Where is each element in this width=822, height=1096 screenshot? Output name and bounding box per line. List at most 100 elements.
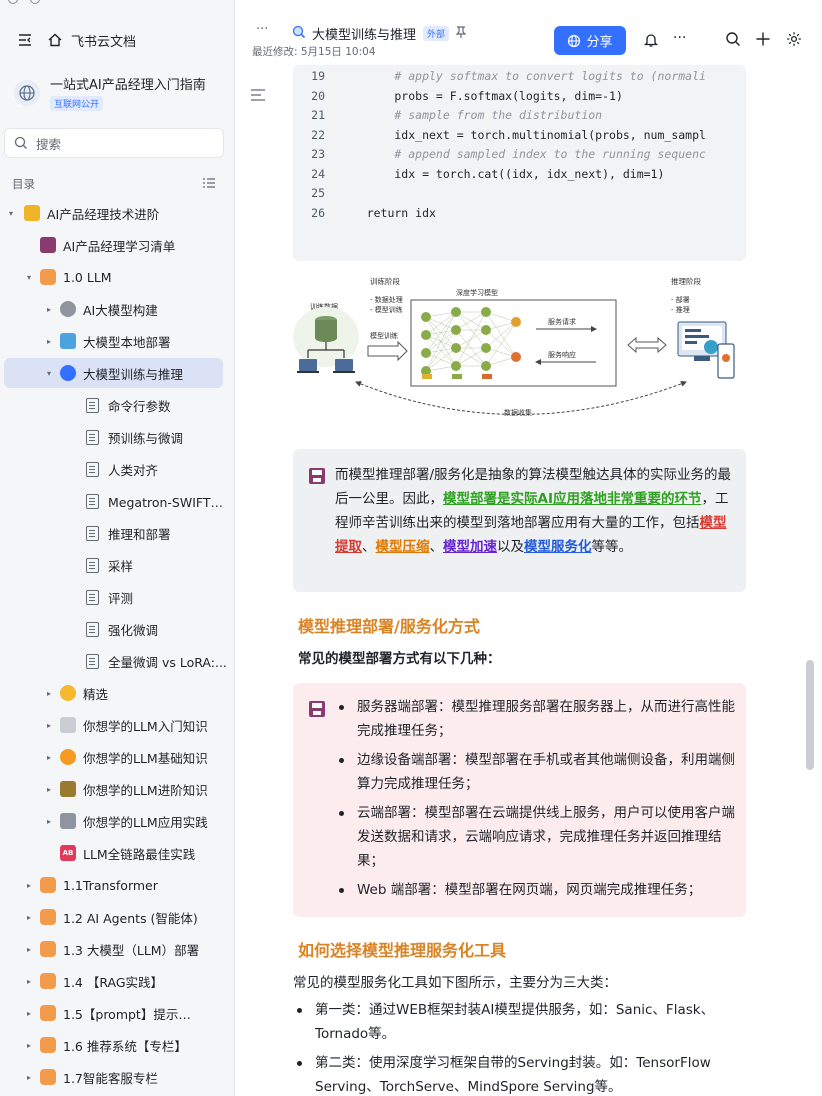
sidebar-item[interactable]: ▸1.7智能客服专栏	[0, 1062, 234, 1092]
code-line: 26 return idx	[293, 206, 746, 225]
sidebar-item[interactable]: ▸1.5【prompt】提示词工程	[0, 998, 234, 1028]
line-number: 21	[311, 108, 325, 122]
book-icon	[40, 1037, 56, 1053]
deploy-method-item: 云端部署：模型部署在云端提供线上服务，用户可以使用客户端发送数据和请求，云端响应…	[335, 801, 735, 873]
caret-right-icon[interactable]: ▸	[46, 304, 51, 314]
line-number: 19	[311, 69, 325, 83]
search-doc-icon[interactable]	[725, 31, 741, 47]
caret-down-icon[interactable]: ▾	[46, 368, 51, 378]
caret-right-icon[interactable]: ▸	[26, 976, 31, 986]
collapse-sidebar-icon[interactable]	[17, 32, 33, 48]
sidebar-item[interactable]: 预训练与微调	[0, 422, 234, 452]
sidebar-item[interactable]: ▸你想学的LLM应用实践	[0, 806, 234, 836]
robot-icon	[60, 781, 76, 797]
home-icon[interactable]	[47, 32, 63, 48]
callout-deploy-methods: 服务器端部署：模型推理服务部署在服务器上，从而进行高性能完成推理任务；边缘设备端…	[293, 683, 746, 917]
sidebar-item[interactable]: ▸AI大模型构建	[0, 294, 234, 324]
sidebar-item[interactable]: ▸精选	[0, 678, 234, 708]
workspace-header[interactable]: 一站式AI产品经理入门指南 互联网公开	[14, 72, 224, 114]
caret-right-icon[interactable]: ▸	[46, 784, 51, 794]
keyword-compress: 模型压缩	[375, 539, 430, 555]
book-icon	[40, 877, 56, 893]
caret-right-icon[interactable]: ▸	[26, 1008, 31, 1018]
sidebar-item[interactable]: ▸你想学的LLM入门知识	[0, 710, 234, 740]
caret-down-icon[interactable]: ▾	[8, 208, 13, 218]
sidebar-item[interactable]: ▾大模型训练与推理	[4, 358, 223, 388]
doc-icon	[86, 621, 99, 637]
double-arrow-icon	[627, 336, 667, 354]
sidebar-item[interactable]: ▸你想学的LLM基础知识	[0, 742, 234, 772]
sidebar-item[interactable]: Megatron-SWIFT训练	[0, 486, 235, 516]
plus-icon[interactable]	[755, 31, 771, 47]
search-input[interactable]: 搜索	[4, 128, 224, 158]
workspace-title: 一站式AI产品经理入门指南	[50, 78, 206, 93]
sidebar-item[interactable]: ▾ AI产品经理技术进阶	[0, 198, 234, 228]
section-heading-deploy: 模型推理部署/服务化方式	[298, 617, 480, 636]
sidebar-item[interactable]: 命令行参数	[0, 390, 234, 420]
code-line: 24 idx = torch.cat((idx, idx_next), dim=…	[293, 167, 746, 186]
section-intro-deploy: 常见的模型部署方式有以下几种：	[298, 651, 501, 667]
outline-icon[interactable]	[250, 88, 266, 102]
breadcrumb-more[interactable]: ···	[256, 22, 269, 37]
sep: 、	[429, 539, 444, 555]
caret-right-icon[interactable]: ▸	[46, 752, 51, 762]
sep: 、	[362, 539, 376, 555]
sidebar-item-label: 1.3 大模型（LLM）部署	[63, 942, 200, 958]
forward-icon[interactable]	[30, 0, 40, 4]
search-placeholder: 搜索	[36, 136, 62, 152]
caret-right-icon[interactable]: ▸	[26, 1072, 31, 1082]
caret-down-icon[interactable]: ▾	[26, 272, 31, 282]
sidebar-item[interactable]: AI产品经理学习清单	[0, 230, 234, 260]
list-toggle-icon[interactable]	[202, 176, 216, 190]
caret-right-icon[interactable]: ▸	[26, 912, 31, 922]
settings-gear-icon[interactable]	[786, 31, 802, 47]
sidebar-item-label: Megatron-SWIFT训练	[108, 494, 235, 510]
diagram-model-train: 模型训练	[370, 331, 398, 340]
sidebar-item-label: AI产品经理技术进阶	[47, 206, 160, 222]
caret-right-icon[interactable]: ▸	[26, 1040, 31, 1050]
caret-right-icon[interactable]: ▸	[46, 816, 51, 826]
caret-right-icon[interactable]: ▸	[46, 688, 51, 698]
diagram-train-stage: 训练阶段	[370, 276, 400, 286]
sidebar-item-label: 全量微调 vs LoRA:...	[108, 654, 227, 670]
share-button[interactable]: 分享	[554, 26, 626, 55]
code-line: 21 # sample from the distribution	[293, 108, 746, 127]
doc-icon	[86, 429, 99, 445]
diagram-train-item-1: - 数据处理	[370, 295, 403, 304]
sidebar-item[interactable]: ▾1.0 LLM	[0, 262, 234, 292]
sidebar-item[interactable]: ▸1.1Transformer	[0, 870, 234, 900]
caret-right-icon[interactable]: ▸	[46, 720, 51, 730]
sidebar-item[interactable]: ▸1.4 【RAG实践】	[0, 966, 234, 996]
sidebar-item[interactable]: 人类对齐	[0, 454, 234, 484]
sidebar-item[interactable]: 推理和部署	[0, 518, 234, 548]
scrollbar-thumb[interactable]	[806, 660, 814, 770]
share-label: 分享	[586, 35, 613, 50]
keyword-accelerate: 模型加速	[443, 539, 497, 555]
more-menu-button[interactable]: ···	[673, 30, 687, 46]
caret-right-icon[interactable]: ▸	[26, 880, 31, 890]
back-icon[interactable]	[8, 0, 18, 4]
app-name[interactable]: 飞书云文档	[71, 34, 137, 50]
sidebar-item[interactable]: ▸1.2 AI Agents (智能体)	[0, 902, 234, 932]
sidebar-item[interactable]: 采样	[0, 550, 234, 580]
bell-icon[interactable]	[643, 32, 659, 48]
sidebar-item[interactable]: ▸你想学的LLM进阶知识	[0, 774, 234, 804]
doc-title[interactable]: 大模型训练与推理	[312, 28, 417, 43]
callout-text-mid2: 以及	[497, 539, 524, 555]
toc-label: 目录	[12, 177, 35, 191]
diagram-train-data: 训练数据	[310, 302, 338, 311]
caret-right-icon[interactable]: ▸	[46, 336, 51, 346]
public-badge: 互联网公开	[50, 96, 104, 111]
smile-icon	[60, 685, 76, 701]
sidebar-item[interactable]: 评测	[0, 582, 234, 612]
sidebar-item[interactable]: ▸ 1.3 大模型（LLM）部署	[0, 934, 234, 964]
pin-icon[interactable]	[455, 25, 467, 39]
caret-right-icon[interactable]: ▸	[26, 944, 31, 954]
sidebar-item-label: LLM全链路最佳实践	[83, 846, 196, 862]
sidebar-item[interactable]: ▸大模型本地部署	[0, 326, 234, 356]
sidebar-item[interactable]: 全量微调 vs LoRA:...	[0, 646, 234, 676]
sidebar-item[interactable]: 强化微调	[0, 614, 234, 644]
sidebar-item-label: 评测	[108, 590, 134, 606]
sidebar-item[interactable]: ▸1.6 推荐系统【专栏】	[0, 1030, 234, 1060]
